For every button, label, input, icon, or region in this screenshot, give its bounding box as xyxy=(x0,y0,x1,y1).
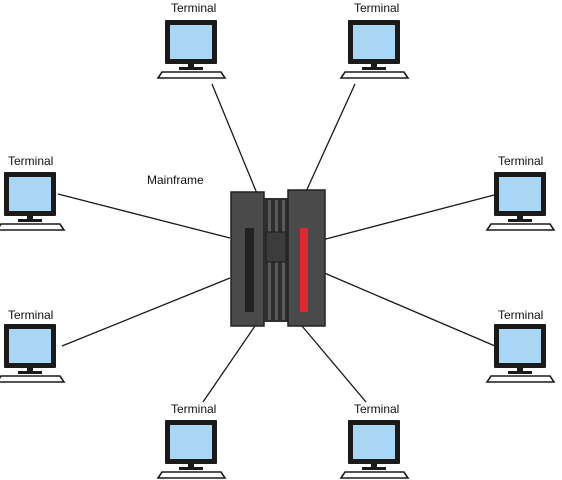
connection-line xyxy=(303,83,356,197)
terminals-group xyxy=(0,20,556,479)
terminal-label: Terminal xyxy=(8,308,54,322)
terminal-label: Terminal xyxy=(171,402,217,416)
terminal-label: Terminal xyxy=(8,154,54,168)
terminal-computer-icon xyxy=(0,172,66,231)
terminal-computer-icon xyxy=(156,420,227,479)
connection-line xyxy=(61,277,231,347)
connection-line xyxy=(211,83,259,197)
terminal-computer-icon xyxy=(339,420,410,479)
terminal-label: Terminal xyxy=(498,154,544,168)
connection-line xyxy=(202,325,256,403)
terminal-computer-icon xyxy=(485,172,556,231)
mainframe-label: Mainframe xyxy=(147,173,204,187)
terminal-computer-icon xyxy=(0,324,66,383)
terminal-label: Terminal xyxy=(498,308,544,322)
connection-line xyxy=(321,193,499,241)
connection-line xyxy=(301,325,367,403)
terminal-computer-icon xyxy=(339,20,410,79)
terminal-label: Terminal xyxy=(354,402,400,416)
terminal-computer-icon xyxy=(156,20,227,79)
connection-line xyxy=(321,271,496,347)
connection-lines xyxy=(57,83,499,403)
terminal-label: Terminal xyxy=(171,1,217,15)
terminal-computer-icon xyxy=(485,324,556,383)
connection-line xyxy=(57,193,231,239)
mainframe-icon xyxy=(230,189,326,327)
terminal-label: Terminal xyxy=(354,1,400,15)
